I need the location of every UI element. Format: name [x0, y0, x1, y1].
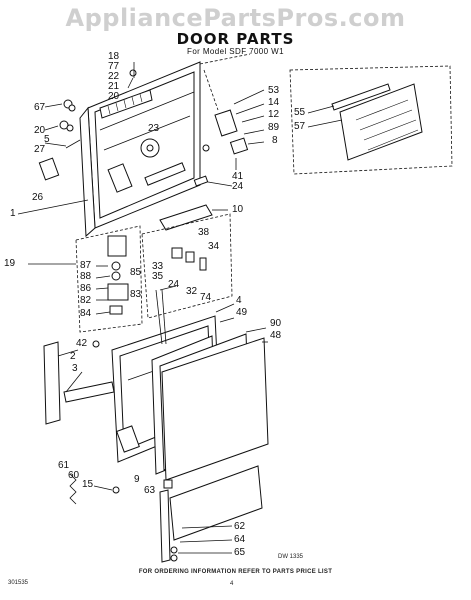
left-hardware — [17, 62, 137, 215]
switch-assembly — [28, 225, 143, 333]
ordering-note: FOR ORDERING INFORMATION REFER TO PARTS … — [138, 569, 333, 575]
door-panels — [151, 303, 269, 481]
callout-33: 33 — [152, 261, 164, 272]
model-subtitle: For Model SDF 7000 W1 — [187, 47, 284, 56]
callout-19: 19 — [4, 258, 16, 269]
callout-24-top: 24 — [232, 181, 244, 192]
callout-14: 14 — [268, 97, 280, 108]
callout-23: 23 — [148, 123, 160, 134]
callout-60: 60 — [68, 470, 80, 481]
page-number: 4 — [230, 581, 234, 587]
callout-4: 4 — [236, 295, 242, 306]
site-watermark: AppliancePartsPros.com — [65, 4, 406, 32]
callout-12: 12 — [268, 109, 280, 120]
callout-55: 55 — [294, 107, 306, 118]
inner-door-panel — [79, 61, 201, 238]
bottom-panel — [159, 465, 263, 563]
callout-41: 41 — [232, 171, 244, 182]
callout-18: 18 — [108, 51, 120, 62]
callout-5: 5 — [44, 134, 50, 145]
callout-21: 21 — [108, 81, 120, 92]
callout-85: 85 — [130, 267, 142, 278]
callout-57: 57 — [294, 121, 306, 132]
callout-1: 1 — [10, 208, 16, 219]
callout-83: 83 — [130, 289, 142, 300]
callout-63: 63 — [144, 485, 156, 496]
callout-20-left: 20 — [34, 125, 46, 136]
callout-49: 49 — [236, 307, 248, 318]
callout-38: 38 — [198, 227, 210, 238]
callout-27: 27 — [34, 144, 46, 155]
callout-15: 15 — [82, 479, 94, 490]
callout-3: 3 — [72, 363, 78, 374]
callout-88: 88 — [80, 271, 92, 282]
callout-32: 32 — [186, 286, 198, 297]
callout-77: 77 — [108, 61, 120, 72]
callout-26: 26 — [32, 192, 44, 203]
callout-48: 48 — [270, 330, 282, 341]
callout-64: 64 — [234, 534, 246, 545]
callout-10: 10 — [232, 204, 244, 215]
callout-8: 8 — [272, 135, 278, 146]
callout-35: 35 — [152, 271, 164, 282]
callout-2: 2 — [70, 351, 76, 362]
dispenser-cover — [289, 65, 453, 175]
callout-82: 82 — [80, 295, 92, 306]
callout-9: 9 — [134, 474, 140, 485]
diagram-code: DW 1335 — [278, 554, 304, 560]
callout-42: 42 — [76, 338, 88, 349]
callout-84: 84 — [80, 308, 92, 319]
callout-87: 87 — [80, 260, 92, 271]
callout-89: 89 — [268, 122, 280, 133]
callout-34: 34 — [208, 241, 220, 252]
door-spring — [69, 473, 120, 505]
callout-22: 22 — [108, 71, 120, 82]
callout-67: 67 — [34, 102, 46, 113]
callout-24-mid: 24 — [168, 279, 180, 290]
hinge-bracket — [141, 204, 233, 319]
vent-louver — [99, 89, 153, 119]
callout-86: 86 — [80, 283, 92, 294]
latch-assembly — [193, 89, 265, 187]
callout-62: 62 — [234, 521, 246, 532]
callout-65: 65 — [234, 547, 246, 558]
callout-53: 53 — [268, 85, 280, 96]
door-seal-strip — [43, 340, 115, 425]
callout-20-top: 20 — [108, 91, 120, 102]
callout-61: 61 — [58, 460, 70, 471]
callout-90: 90 — [270, 318, 282, 329]
page-title: DOOR PARTS — [176, 30, 295, 48]
catalog-code: 301535 — [8, 580, 29, 586]
callout-74: 74 — [200, 292, 212, 303]
